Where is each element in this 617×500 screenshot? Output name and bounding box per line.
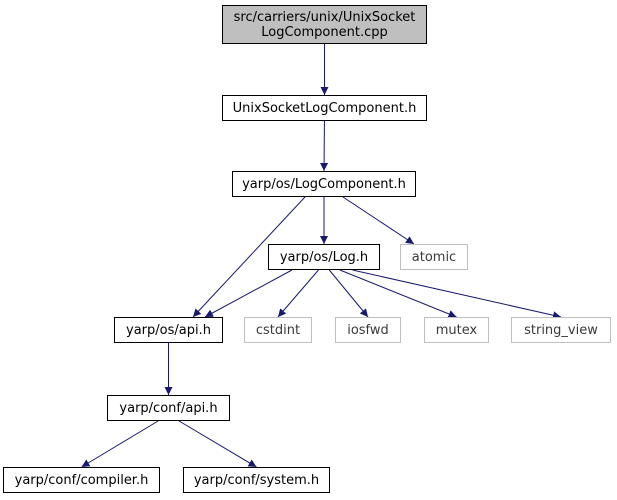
node-string-view-std-header[interactable]: string_view	[511, 317, 611, 343]
node-label: yarp/os/LogComponent.h	[242, 176, 406, 192]
node-label: atomic	[411, 249, 457, 265]
edge-yarp-os-log-h-to-string-view	[352, 269, 562, 320]
node-atomic-std-header[interactable]: atomic	[400, 244, 468, 270]
edge-yarp-os-log-h-to-cstdint	[277, 269, 319, 318]
node-root-source-file[interactable]: src/carriers/unix/UnixSocket LogComponen…	[222, 5, 427, 44]
node-label: string_view	[524, 322, 598, 338]
node-label: mutex	[435, 322, 478, 338]
node-label: cstdint	[255, 322, 301, 338]
node-yarp-os-log-header[interactable]: yarp/os/Log.h	[268, 244, 380, 270]
node-yarp-os-api-header[interactable]: yarp/os/api.h	[114, 317, 223, 343]
node-iosfwd-std-header[interactable]: iosfwd	[335, 317, 401, 343]
node-label: UnixSocketLogComponent.h	[232, 100, 417, 116]
node-label: yarp/os/api.h	[126, 322, 211, 338]
root-file-path-line1: src/carriers/unix/UnixSocket	[233, 9, 416, 25]
edge-yarp-conf-api-h-to-yarp-conf-system-h	[178, 420, 257, 468]
node-yarp-conf-system-header[interactable]: yarp/conf/system.h	[183, 467, 330, 493]
node-yarp-os-logcomponent-header[interactable]: yarp/os/LogComponent.h	[232, 171, 416, 197]
node-label: yarp/conf/compiler.h	[14, 472, 149, 488]
edge-yarp-os-logcomponent-h-to-atomic	[342, 196, 415, 245]
node-mutex-std-header[interactable]: mutex	[424, 317, 489, 343]
node-label: iosfwd	[347, 322, 389, 338]
node-yarp-conf-compiler-header[interactable]: yarp/conf/compiler.h	[3, 467, 160, 493]
node-unix-socket-log-component-header[interactable]: UnixSocketLogComponent.h	[222, 95, 427, 121]
edge-yarp-os-log-h-to-iosfwd	[328, 269, 369, 318]
root-file-path-line2: LogComponent.cpp	[261, 24, 388, 40]
node-yarp-conf-api-header[interactable]: yarp/conf/api.h	[107, 395, 230, 421]
edge-yarp-conf-api-h-to-yarp-conf-compiler-h	[81, 420, 159, 468]
node-label: yarp/conf/api.h	[119, 400, 218, 416]
edge-yarp-os-logcomponent-h-to-yarp-os-api-h	[192, 196, 306, 318]
edge-yarp-os-log-h-to-mutex	[339, 269, 457, 318]
edge-yarp-os-log-h-to-yarp-os-api-h	[204, 269, 293, 318]
node-cstdint-std-header[interactable]: cstdint	[244, 317, 312, 343]
node-label: yarp/os/Log.h	[279, 249, 369, 265]
node-label: yarp/conf/system.h	[193, 472, 320, 488]
